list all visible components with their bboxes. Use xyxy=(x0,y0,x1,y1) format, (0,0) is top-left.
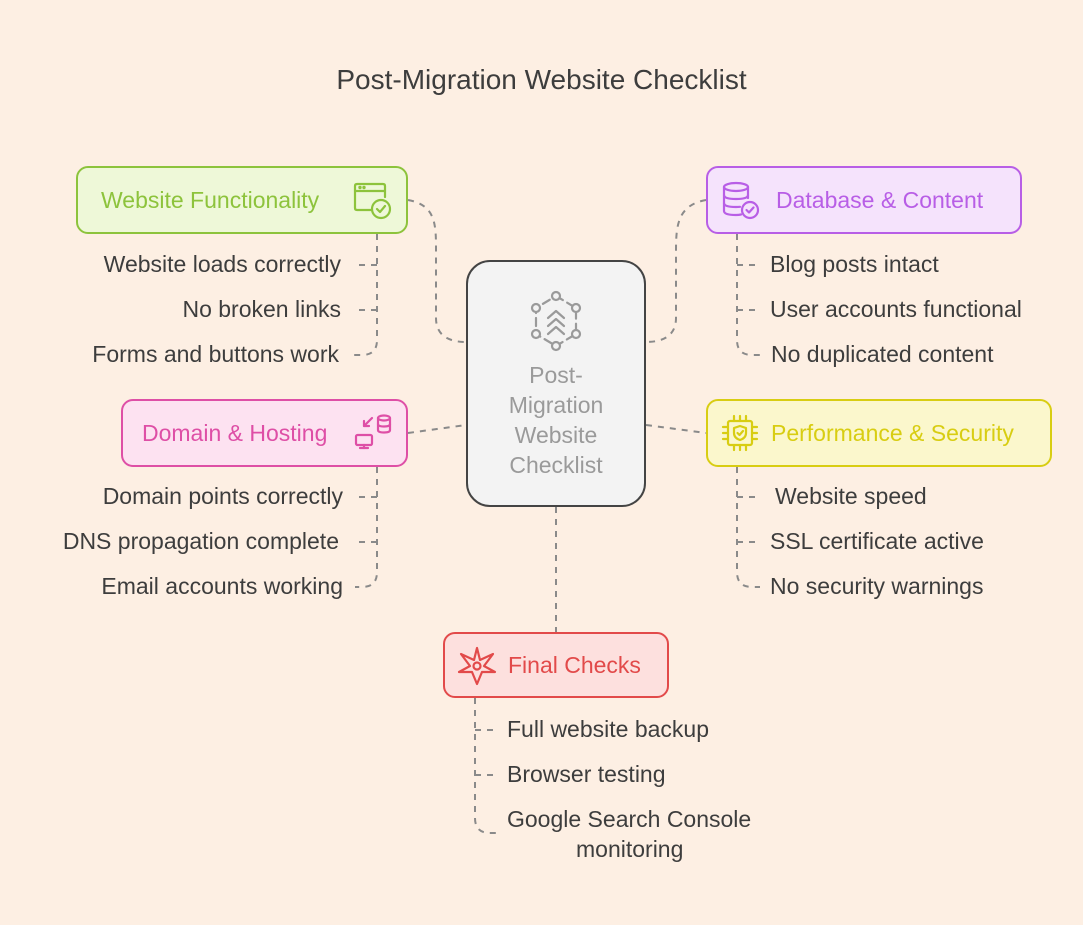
performance-item-1: Website speed xyxy=(775,483,927,509)
website-functionality-node: Website Functionality xyxy=(76,166,408,234)
hexagon-network-icon xyxy=(530,290,582,352)
domain-item-2: DNS propagation complete xyxy=(62,528,339,554)
compass-star-icon xyxy=(457,646,497,686)
final-item-1: Full website backup xyxy=(507,716,709,742)
branch-line-domain xyxy=(355,467,378,588)
final-checks-label: Final Checks xyxy=(508,651,641,678)
performance-item-3: No security warnings xyxy=(770,573,984,599)
performance-item-2: SSL certificate active xyxy=(770,528,984,554)
branch-line-database xyxy=(736,234,760,356)
performance-security-node: Performance & Security xyxy=(706,399,1052,467)
branch-line-performance xyxy=(736,467,760,588)
database-check-icon xyxy=(722,181,760,220)
functionality-item-3: Forms and buttons work xyxy=(92,341,339,367)
center-label: Post- Migration Website Checklist xyxy=(508,362,604,478)
domain-hosting-label: Domain & Hosting xyxy=(142,419,328,446)
functionality-item-1: Website loads correctly xyxy=(103,251,341,277)
database-content-label: Database & Content xyxy=(776,186,984,213)
center-node: Post- Migration Website Checklist xyxy=(466,260,646,507)
branch-line-final xyxy=(474,698,497,834)
domain-item-1: Domain points correctly xyxy=(102,483,343,509)
database-content-node: Database & Content xyxy=(706,166,1022,234)
server-transfer-icon xyxy=(354,414,392,450)
connector-database xyxy=(645,199,707,343)
final-checks-node: Final Checks xyxy=(443,632,669,698)
connector-performance xyxy=(645,424,707,434)
final-item-2: Browser testing xyxy=(507,761,666,787)
database-item-2: User accounts functional xyxy=(770,296,1022,322)
connector-functionality xyxy=(407,199,467,343)
secure-chip-icon xyxy=(721,414,759,452)
database-item-1: Blog posts intact xyxy=(770,251,939,277)
diagram-title: Post-Migration Website Checklist xyxy=(336,64,747,95)
functionality-item-2: No broken links xyxy=(182,296,341,322)
domain-item-3: Email accounts working xyxy=(101,573,343,599)
website-functionality-label: Website Functionality xyxy=(101,186,320,213)
database-item-3: No duplicated content xyxy=(771,341,994,367)
performance-security-label: Performance & Security xyxy=(771,419,1014,446)
domain-hosting-node: Domain & Hosting xyxy=(121,399,408,467)
branch-line-functionality xyxy=(352,234,378,356)
connector-domain xyxy=(407,424,467,434)
browser-check-icon xyxy=(353,182,392,220)
final-item-3: Google Search Console xyxy=(507,806,752,832)
final-item-3-cont: monitoring xyxy=(576,836,684,862)
